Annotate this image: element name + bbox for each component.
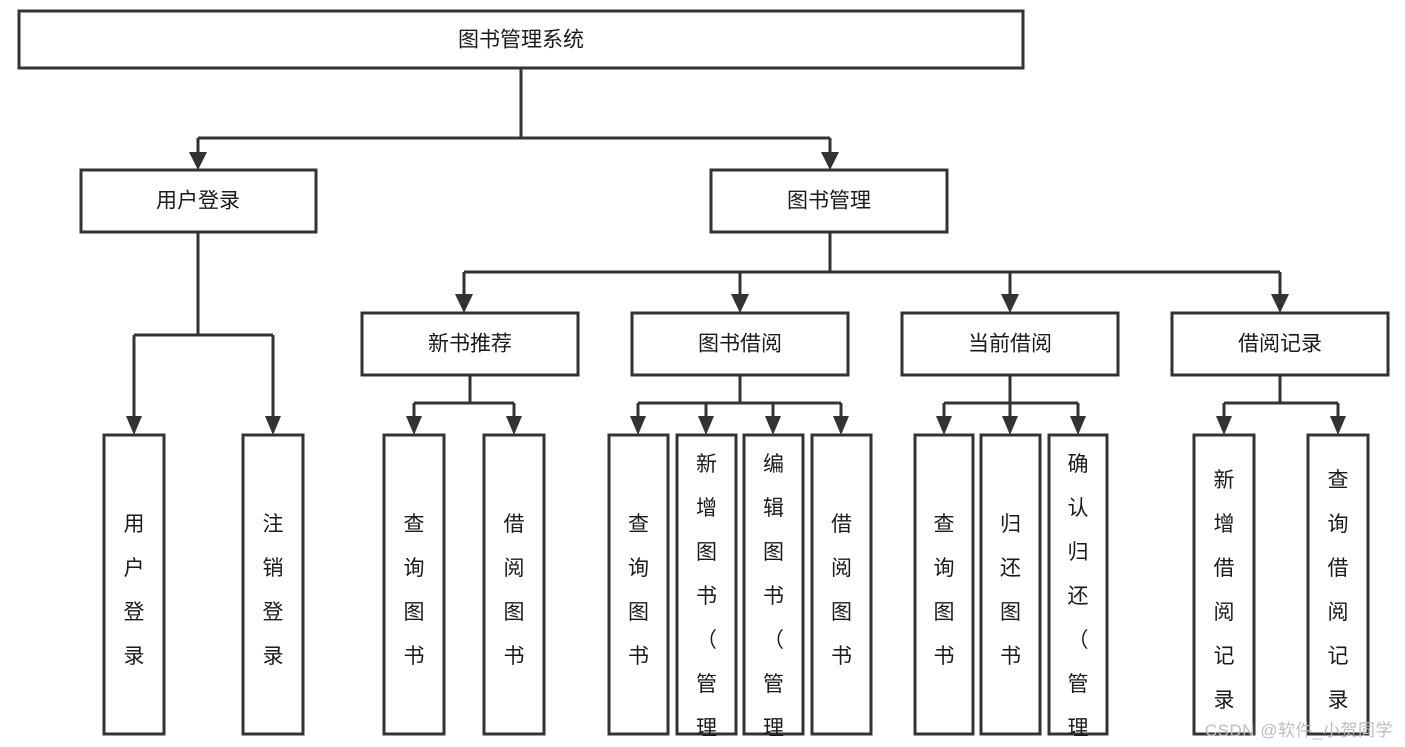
node-book-manage-label: 图书管理 [787, 190, 871, 213]
node-leaf-add-book-box[interactable] [675, 433, 738, 736]
node-root[interactable]: 图书管理系统 [17, 9, 1025, 70]
node-leaf-borrow-book-1-box[interactable] [482, 433, 546, 736]
arrowhead-leaf-user-login [126, 416, 142, 435]
node-borrow-record-box[interactable] [1170, 311, 1390, 377]
node-current-borrow-label: 当前借阅 [968, 333, 1052, 356]
node-leaf-query-book-1-box[interactable] [382, 433, 446, 736]
node-leaf-edit-book-label: 编辑图书（管理员） [763, 453, 784, 747]
node-root-label: 图书管理系统 [458, 29, 584, 52]
node-leaf-query-book-1-label: 查询图书 [404, 513, 425, 668]
node-leaf-add-record-label: 新增借阅记录 [1214, 469, 1235, 712]
arrowhead-leaf-confirm-return [1070, 416, 1086, 435]
node-leaf-logout[interactable] [241, 433, 305, 736]
node-leaf-confirm-return[interactable] [1047, 433, 1109, 736]
arrowhead-leaf-query-book-2 [630, 416, 646, 435]
node-user-login[interactable]: 用户登录 [79, 168, 318, 234]
node-leaf-add-book[interactable] [675, 433, 738, 736]
node-leaf-query-book-3-box[interactable] [913, 433, 975, 736]
node-leaf-confirm-return-label: 确认归还（管理员） [1068, 453, 1089, 747]
node-leaf-logout-box[interactable] [241, 433, 305, 736]
arrowhead-leaf-query-book-1 [406, 416, 422, 435]
node-leaf-add-record[interactable] [1192, 433, 1256, 736]
arrowhead-leaf-return-book [1002, 416, 1018, 435]
node-leaf-confirm-return-box[interactable] [1047, 433, 1109, 736]
node-leaf-user-login-label: 用户登录 [124, 513, 145, 668]
node-borrow-record-label: 借阅记录 [1238, 333, 1322, 356]
node-leaf-user-login-box[interactable] [102, 433, 166, 736]
arrowhead-current-borrow [1001, 294, 1019, 313]
node-book-borrow-label: 图书借阅 [698, 333, 782, 356]
node-leaf-query-record[interactable] [1306, 433, 1370, 736]
connectors-layer [126, 68, 1346, 435]
arrowhead-leaf-query-record [1330, 416, 1346, 435]
node-book-borrow-box[interactable] [630, 311, 850, 377]
node-leaf-query-book-2-label: 查询图书 [628, 513, 649, 668]
node-book-borrow[interactable]: 图书借阅 [630, 311, 850, 377]
node-user-login-box[interactable] [79, 168, 318, 234]
node-root-box[interactable] [17, 9, 1025, 70]
arrowhead-borrow-record [1271, 294, 1289, 313]
arrowhead-leaf-logout [265, 416, 281, 435]
node-new-book-rec-box[interactable] [360, 311, 580, 377]
node-leaf-query-book-3[interactable] [913, 433, 975, 736]
node-leaf-return-book-box[interactable] [979, 433, 1042, 736]
node-leaf-return-book-label: 归还图书 [1000, 513, 1021, 668]
node-user-login-label: 用户登录 [156, 190, 240, 213]
node-book-manage-box[interactable] [709, 168, 949, 234]
node-book-manage[interactable]: 图书管理 [709, 168, 949, 234]
csdn-watermark: CSDN @软件_小贺同学 [1204, 721, 1393, 740]
arrowhead-leaf-borrow-book-2 [833, 416, 849, 435]
node-new-book-rec-label: 新书推荐 [428, 333, 512, 356]
arrowhead-user-login [189, 152, 207, 170]
node-leaf-query-record-label: 查询借阅记录 [1328, 469, 1349, 712]
node-leaf-return-book[interactable] [979, 433, 1042, 736]
arrowhead-leaf-add-record [1216, 416, 1232, 435]
node-leaf-user-login[interactable] [102, 433, 166, 736]
node-leaf-query-record-box[interactable] [1306, 433, 1370, 736]
node-leaf-query-book-2-box[interactable] [607, 433, 670, 736]
node-borrow-record[interactable]: 借阅记录 [1170, 311, 1390, 377]
node-leaf-borrow-book-1-label: 借阅图书 [504, 513, 525, 668]
node-leaf-query-book-3-label: 查询图书 [934, 513, 955, 668]
node-leaf-add-book-label: 新增图书（管理员） [696, 453, 717, 747]
node-current-borrow[interactable]: 当前借阅 [900, 311, 1120, 377]
node-leaf-query-book-2[interactable] [607, 433, 670, 736]
node-leaf-borrow-book-2-label: 借阅图书 [831, 513, 852, 668]
node-new-book-rec[interactable]: 新书推荐 [360, 311, 580, 377]
arrowhead-new-book-rec [455, 294, 473, 313]
arrowhead-book-borrow [731, 294, 749, 313]
arrowhead-leaf-add-book [698, 416, 714, 435]
arrowhead-leaf-borrow-book-1 [506, 416, 522, 435]
node-leaf-add-record-box[interactable] [1192, 433, 1256, 736]
node-current-borrow-box[interactable] [900, 311, 1120, 377]
node-leaf-borrow-book-2[interactable] [810, 433, 873, 736]
node-leaf-edit-book-box[interactable] [742, 433, 805, 736]
node-leaf-query-book-1[interactable] [382, 433, 446, 736]
arrowhead-leaf-query-book-3 [936, 416, 952, 435]
node-leaf-edit-book[interactable] [742, 433, 805, 736]
arrowhead-book-manage [821, 152, 839, 170]
node-leaf-borrow-book-1[interactable] [482, 433, 546, 736]
node-leaf-borrow-book-2-box[interactable] [810, 433, 873, 736]
leaf-labels-layer: 用户登录 注销登录 查询图书 借阅图书 查询图书 新增图书（管理员） 编辑图书（管理员） 借阅… [124, 453, 1349, 747]
node-leaf-logout-label: 注销登录 [263, 513, 284, 668]
arrowhead-leaf-edit-book [765, 416, 781, 435]
